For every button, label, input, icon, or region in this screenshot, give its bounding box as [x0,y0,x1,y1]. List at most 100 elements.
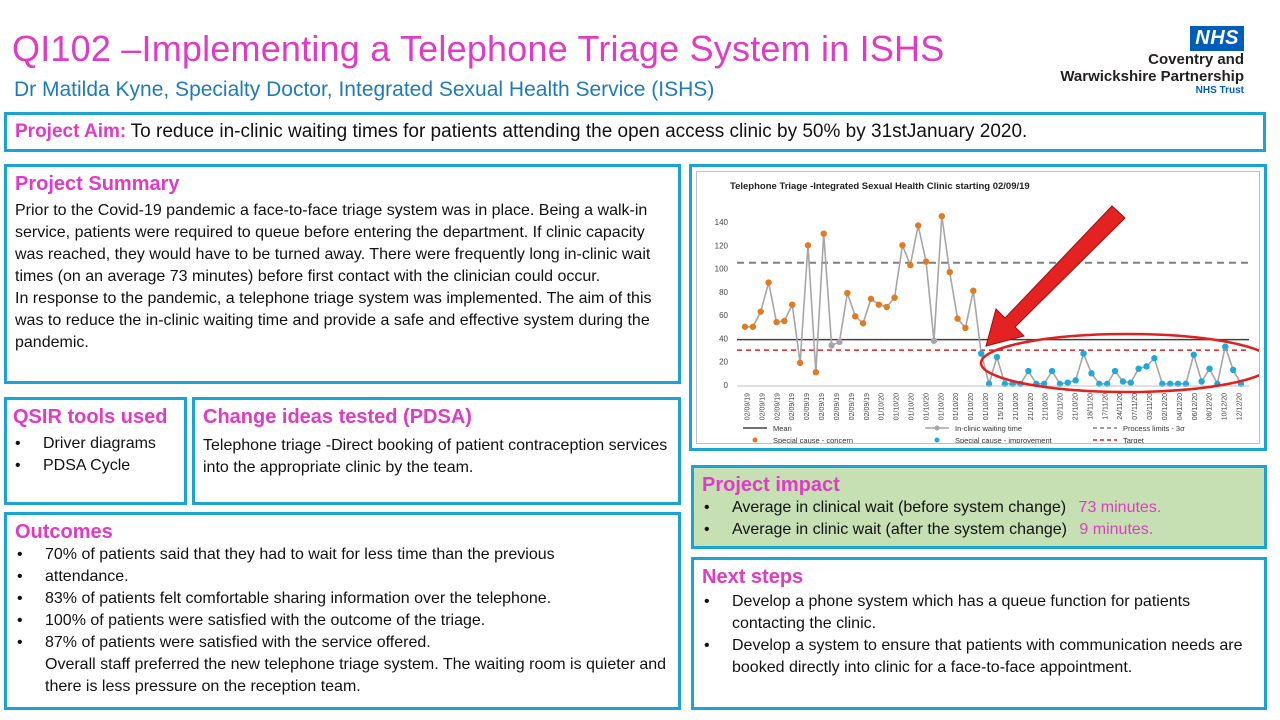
project-impact-panel: Project impact Average in clinical wait … [691,465,1267,549]
data-point [1072,377,1079,384]
legend-swatch [934,437,940,443]
x-tick-label: 01/10/20 [909,393,916,420]
x-tick-label: 01/10/20 [894,393,901,420]
impact-item: Average in clinic wait (after the system… [702,519,1256,541]
x-tick-label: 02/09/19 [774,393,781,420]
outcome-item: 70% of patients said that they had to wa… [15,544,670,566]
data-point [970,287,977,294]
spc-chart: Telephone Triage -Integrated Sexual Heal… [715,181,1275,445]
chart-panel: Telephone Triage -Integrated Sexual Heal… [689,164,1275,451]
chart-frame: Telephone Triage -Integrated Sexual Heal… [696,171,1275,445]
data-point [993,353,1001,361]
outcome-item: attendance. [15,566,670,588]
data-point [985,380,993,388]
y-tick-label: 40 [719,334,728,343]
data-point [1025,367,1032,375]
impact-label: Average in clinical wait (before system … [732,499,1067,516]
x-tick-label: 10/12/20 [1222,393,1229,420]
x-tick-label: 01/10/20 [968,393,975,420]
data-point [828,342,835,349]
data-point [938,212,946,220]
chart-title: Telephone Triage -Integrated Sexual Heal… [730,181,1030,192]
y-tick-label: 20 [719,358,728,367]
legend-label: Special cause - improvement [955,436,1053,443]
data-point [977,350,985,357]
data-point [899,242,906,249]
legend-swatch [752,437,758,443]
data-point [922,258,930,265]
data-point [836,338,843,346]
x-tick-label: 02/12/20 [1162,393,1169,420]
data-point [954,315,961,322]
x-tick-label: 01/10/20 [938,393,945,420]
data-point [1182,380,1190,388]
x-tick-label: 01/10/20 [953,393,960,420]
nhs-mark: NHS [1190,26,1244,51]
data-point [1056,380,1064,388]
data-point [1088,370,1095,377]
next-step-item: Develop a system to ensure that patients… [702,635,1256,679]
x-tick-label: 01/10/20 [983,393,990,420]
data-point [907,261,914,269]
x-tick-label: 02/09/19 [834,393,841,420]
data-point [1001,380,1009,388]
x-tick-label: 24/11/20 [1117,393,1124,420]
x-tick-label: 02/09/19 [819,393,826,420]
logo-trust: NHS Trust [1195,85,1244,96]
data-point [1080,350,1087,357]
x-tick-label: 02/09/19 [745,393,752,420]
y-tick-label: 100 [715,265,729,274]
change-text: Telephone triage -Direct booking of pati… [203,437,668,476]
data-point [773,318,780,326]
y-tick-label: 80 [719,288,728,297]
outcome-item: 87% of patients were satisfied with the … [15,632,670,698]
data-point [1151,355,1158,362]
data-point [781,317,788,325]
data-point [915,222,922,229]
next-step-item: Develop a phone system which has a queue… [702,591,1256,635]
data-point [812,368,820,376]
aim-text: To reduce in-clinic waiting times for pa… [130,121,1028,142]
data-point [962,324,969,332]
poster-subtitle: Dr Matilda Kyne, Specialty Doctor, Integ… [14,78,715,101]
x-tick-label: 03/11/20 [1147,393,1154,420]
data-point [1166,380,1174,388]
x-tick-label: 21/10/20 [1013,393,1020,420]
data-point [852,313,859,320]
x-tick-label: 17/11/20 [1102,393,1109,420]
legend-swatch [934,425,940,431]
y-tick-label: 0 [724,381,729,390]
data-point [891,294,898,301]
data-point [1198,378,1205,385]
qsir-item: Driver diagrams [13,433,178,455]
data-point [1206,365,1213,372]
legend-label: In-clinic waiting time [955,424,1022,433]
next-steps-panel: Next steps Develop a phone system which … [691,557,1267,710]
data-point [1048,367,1056,375]
data-point [1040,380,1048,388]
data-point [1222,343,1229,350]
data-point [946,268,953,276]
legend-label: Process limits - 3σ [1123,424,1185,433]
impact-label: Average in clinic wait (after the system… [732,521,1067,538]
data-point [875,301,883,308]
x-tick-label: 02/11/20 [1058,393,1065,420]
data-point [1190,351,1197,358]
data-point [820,230,827,237]
qsir-panel: QSIR tools used Driver diagrams PDSA Cyc… [4,397,187,505]
y-tick-label: 60 [719,311,728,320]
x-tick-label: 12/12/20 [1237,393,1244,420]
impact-value: 9 minutes. [1079,521,1154,538]
x-tick-label: 04/12/20 [1177,393,1184,420]
red-arrow [985,205,1126,347]
data-point [789,301,796,308]
x-tick-label: 02/09/19 [759,393,766,420]
project-summary-panel: Project Summary Prior to the Covid-19 pa… [4,164,681,384]
summary-paragraph-2: In response to the pandemic, a telephone… [15,290,652,351]
data-point [1159,380,1166,388]
data-point [1143,363,1150,370]
summary-heading: Project Summary [15,173,180,195]
change-ideas-panel: Change ideas tested (PDSA) Telephone tri… [192,397,681,505]
x-tick-label: 08/12/20 [1207,393,1214,420]
qsir-heading: QSIR tools used [13,406,168,428]
